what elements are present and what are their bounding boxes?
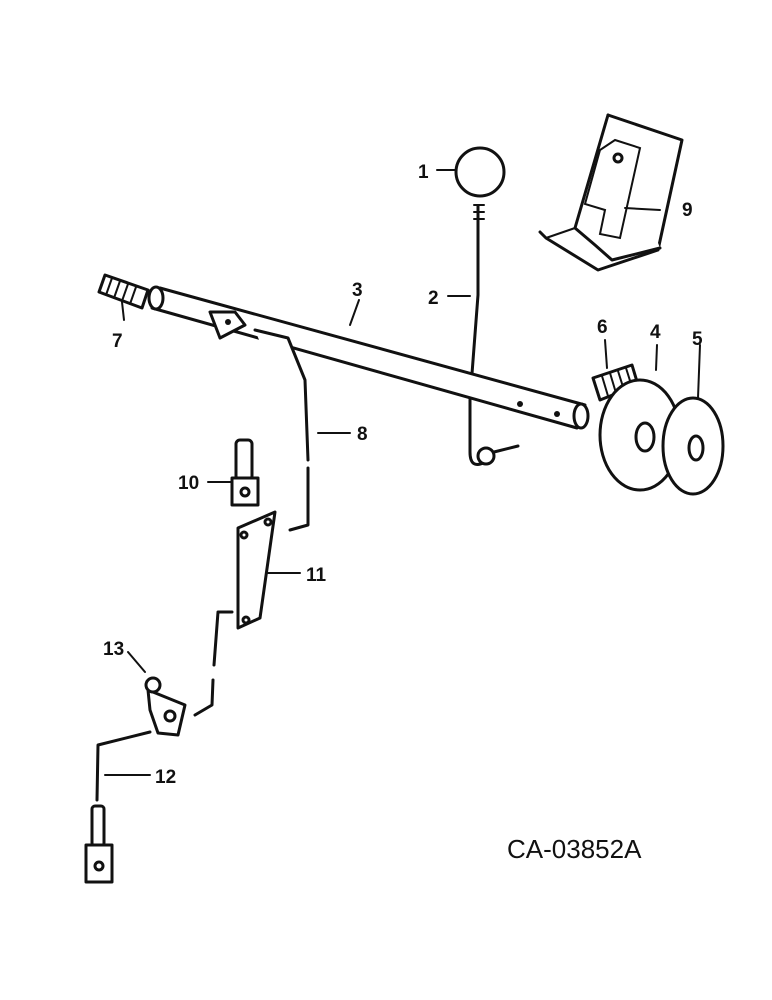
callout-12: 12 (155, 767, 176, 788)
callout-7: 7 (112, 331, 123, 352)
callout-2: 2 (428, 288, 439, 309)
part-11-bellcrank-plate (193, 510, 277, 717)
part-2-shift-lever (468, 204, 520, 466)
part-3-shift-shaft (147, 285, 590, 430)
callout-13: 13 (103, 639, 124, 660)
callout-6: 6 (597, 317, 608, 338)
part-4-washer (598, 378, 682, 492)
callout-8: 8 (357, 424, 368, 445)
callout-4: 4 (650, 322, 661, 343)
callout-5: 5 (692, 329, 703, 350)
part-9-shift-guide-bracket (538, 113, 684, 272)
callout-10: 10 (178, 473, 199, 494)
callout-1: 1 (418, 162, 429, 183)
part-8-link-rod (208, 310, 310, 532)
callout-11: 11 (306, 565, 327, 586)
part-12-rod (84, 730, 152, 884)
part-1-shift-knob (454, 146, 506, 198)
drawing-code: CA-03852A (507, 834, 642, 864)
callout-3: 3 (352, 280, 363, 301)
leader-lines (104, 169, 701, 776)
part-7-spring (97, 273, 150, 310)
part-13-bracket (144, 676, 187, 737)
part-10-clevis (230, 438, 260, 507)
callout-9: 9 (682, 200, 693, 221)
part-5-washer (661, 396, 725, 496)
